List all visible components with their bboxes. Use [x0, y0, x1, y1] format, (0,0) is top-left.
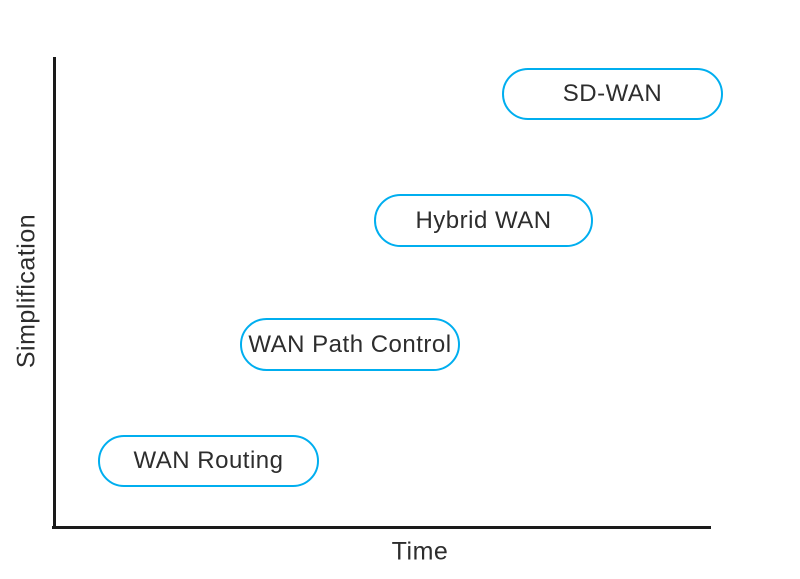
node-wan-routing: WAN Routing	[98, 435, 319, 487]
x-axis-label: Time	[391, 537, 449, 566]
node-wan-path-control: WAN Path Control	[240, 318, 460, 371]
node-sd-wan: SD-WAN	[502, 68, 723, 120]
node-hybrid-wan: Hybrid WAN	[374, 194, 593, 247]
y-axis-label: Simplification	[12, 213, 41, 369]
x-axis-line	[52, 526, 711, 529]
y-axis-line	[53, 57, 56, 528]
